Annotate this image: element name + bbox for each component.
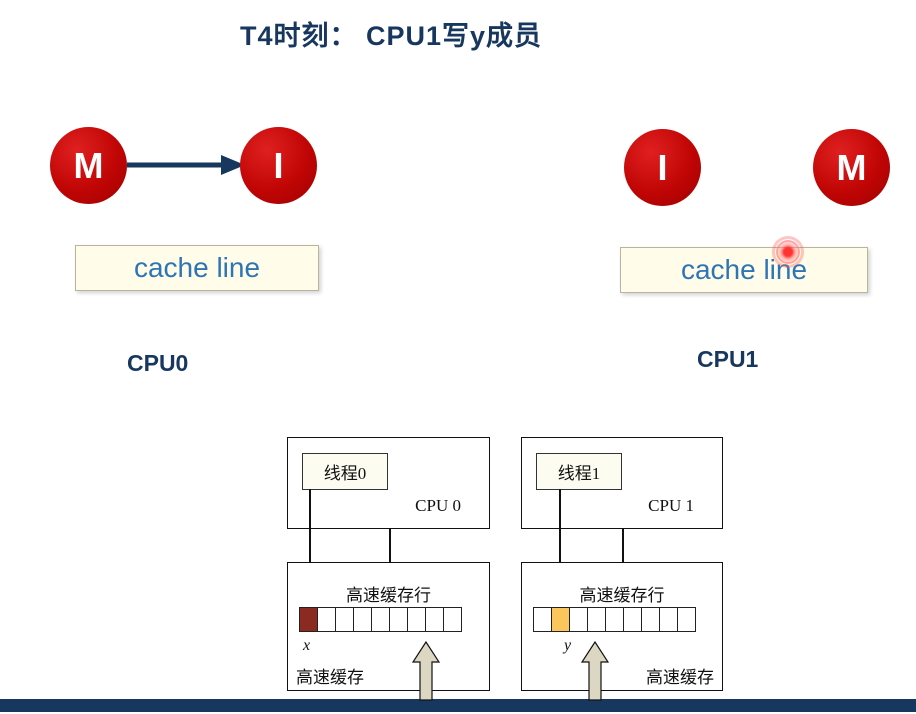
cache1-label: 高速缓存 bbox=[646, 668, 714, 687]
state-circle-m-cpu0: M bbox=[50, 127, 127, 204]
cache-cell bbox=[605, 607, 624, 632]
thread0-box: 线程0 bbox=[302, 453, 388, 490]
cache-cell bbox=[425, 607, 444, 632]
cache0-line-title: 高速缓存行 bbox=[346, 586, 431, 605]
state-letter: I bbox=[273, 144, 284, 186]
bus-up-arrow-cpu0 bbox=[412, 641, 440, 701]
thread1-label: 线程1 bbox=[557, 464, 601, 483]
state-letter: I bbox=[657, 146, 668, 188]
state-letter: M bbox=[836, 146, 867, 188]
cpu1-diagram-box: 线程1 CPU 1 bbox=[521, 437, 723, 529]
system-bus-bar bbox=[0, 699, 916, 712]
cache-line-box-cpu1: cache line bbox=[620, 247, 868, 293]
cache-cell bbox=[551, 607, 570, 632]
variable-y-label: y bbox=[564, 637, 572, 654]
cache-cell bbox=[677, 607, 696, 632]
cache-cell bbox=[299, 607, 318, 632]
cache-cell bbox=[353, 607, 372, 632]
state-transition-arrow bbox=[127, 155, 245, 175]
cache-cell bbox=[317, 607, 336, 632]
state-circle-i-cpu0: I bbox=[240, 127, 317, 204]
bus-up-arrow-cpu1 bbox=[581, 641, 609, 701]
cache1-line-title: 高速缓存行 bbox=[579, 586, 665, 605]
slide-title: T4时刻： CPU1写y成员 bbox=[240, 21, 543, 51]
cache0-box: 高速缓存行 x 高速缓存 bbox=[287, 562, 490, 691]
cache-cell bbox=[443, 607, 462, 632]
thread1-box: 线程1 bbox=[536, 453, 622, 490]
cache-cell bbox=[533, 607, 552, 632]
cache-cell bbox=[371, 607, 390, 632]
cache1-cells bbox=[533, 607, 696, 632]
cpu0-diagram-label: CPU 0 bbox=[415, 496, 461, 515]
cache-line-label: cache line bbox=[133, 252, 261, 283]
cpu1-diagram-label: CPU 1 bbox=[648, 496, 694, 515]
cache-cell bbox=[389, 607, 408, 632]
cache-cell bbox=[569, 607, 588, 632]
cpu0-label: CPU0 bbox=[127, 350, 189, 376]
cache-cell bbox=[407, 607, 426, 632]
thread0-label: 线程0 bbox=[323, 464, 367, 483]
cache-line-label: cache line bbox=[680, 254, 808, 285]
connector-line-cpu1 bbox=[622, 529, 624, 562]
cache-cell bbox=[587, 607, 606, 632]
cache-cell bbox=[623, 607, 642, 632]
cache1-box: 高速缓存行 y 高速缓存 bbox=[521, 562, 723, 691]
connector-line-cpu0 bbox=[389, 529, 391, 562]
cpu1-label: CPU1 bbox=[697, 346, 759, 372]
state-circle-i-cpu1: I bbox=[624, 129, 701, 206]
cache-line-box-cpu0: cache line bbox=[75, 245, 319, 291]
cpu0-diagram-box: 线程0 CPU 0 bbox=[287, 437, 490, 529]
cache0-cells bbox=[299, 607, 462, 632]
cache-cell bbox=[659, 607, 678, 632]
state-circle-m-cpu1: M bbox=[813, 129, 890, 206]
cache-cell bbox=[335, 607, 354, 632]
variable-x-label: x bbox=[303, 637, 311, 654]
state-letter: M bbox=[73, 144, 104, 186]
cache0-label: 高速缓存 bbox=[296, 668, 364, 687]
cache-cell bbox=[641, 607, 660, 632]
